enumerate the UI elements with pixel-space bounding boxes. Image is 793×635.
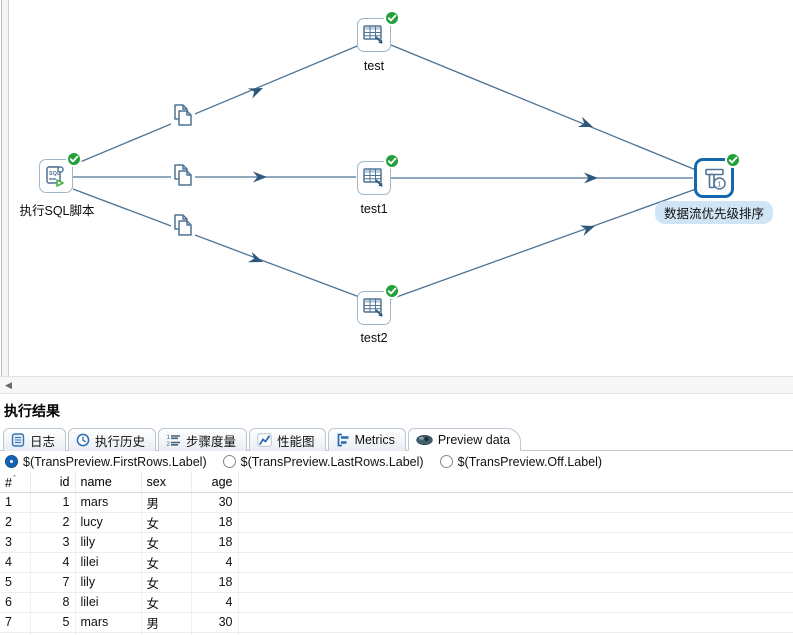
hop-test-sort[interactable] xyxy=(390,44,697,171)
history-icon xyxy=(76,433,90,447)
hop-sql-test[interactable] xyxy=(72,43,363,166)
col-name[interactable]: name xyxy=(75,472,142,493)
execution-results-panel: 执行结果 日志 执行历史 1 2 xyxy=(0,395,793,635)
tab-execution-history[interactable]: 执行历史 xyxy=(68,428,157,451)
hop-arrowheads xyxy=(247,88,598,263)
log-icon xyxy=(11,433,25,447)
copy-icon xyxy=(174,104,192,126)
status-ok-icon xyxy=(384,10,400,26)
radio-icon[interactable] xyxy=(222,455,236,468)
tab-step-metrics[interactable]: 1 2 步骤度量 xyxy=(158,428,248,451)
metrics-icon xyxy=(337,433,349,447)
copy-icon xyxy=(174,164,192,186)
copy-icon xyxy=(174,214,192,236)
col-age[interactable]: age xyxy=(191,472,239,493)
col-rownum[interactable]: #ˆ xyxy=(0,472,31,493)
table-output-icon xyxy=(363,168,383,187)
radio-icon[interactable] xyxy=(439,455,453,468)
hop-test2-sort[interactable] xyxy=(390,188,697,300)
table-output-icon xyxy=(363,298,383,317)
step-execute-sql[interactable]: SQL xyxy=(39,151,82,193)
sort-asc-icon: ˆ xyxy=(12,473,16,484)
svg-text:1: 1 xyxy=(717,179,721,188)
status-ok-icon xyxy=(725,152,741,168)
step-label-selected: 数据流优先级排序 xyxy=(634,201,793,224)
canvas-left-sash[interactable] xyxy=(1,0,9,393)
hop-sql-test2[interactable] xyxy=(72,188,363,299)
transformation-canvas[interactable]: SQL 执行SQL脚本 test xyxy=(0,0,793,376)
eye-icon xyxy=(416,434,433,445)
table-output-icon xyxy=(363,25,383,44)
col-filler xyxy=(238,472,793,493)
results-tabbar: 日志 执行历史 1 2 步骤度量 xyxy=(0,426,793,451)
step-metrics-icon: 1 2 xyxy=(167,435,181,447)
results-title: 执行结果 xyxy=(4,403,60,419)
tab-logs[interactable]: 日志 xyxy=(3,428,67,451)
priority-sort-icon: 1 xyxy=(705,168,726,190)
radio-first-rows[interactable]: $(TransPreview.FirstRows.Label) xyxy=(5,455,207,469)
svg-text:1: 1 xyxy=(167,435,171,441)
hop-layer xyxy=(72,43,697,300)
status-ok-icon xyxy=(66,151,82,167)
col-sex[interactable]: sex xyxy=(141,472,192,493)
tab-metrics[interactable]: Metrics xyxy=(327,428,406,451)
tab-preview-data[interactable]: Preview data xyxy=(407,428,522,451)
canvas-hscrollbar[interactable]: ◀ xyxy=(0,376,793,394)
radio-off[interactable]: $(TransPreview.Off.Label) xyxy=(439,455,602,469)
step-label: 执行SQL脚本 xyxy=(19,204,95,218)
col-id[interactable]: id xyxy=(30,472,76,493)
step-label: test2 xyxy=(360,331,388,345)
step-test2[interactable] xyxy=(357,283,400,325)
sql-script-icon: SQL xyxy=(46,166,64,187)
step-label: test xyxy=(363,59,385,73)
radio-selected-icon[interactable] xyxy=(5,455,18,468)
scroll-left-icon[interactable]: ◀ xyxy=(5,379,12,390)
step-label: test1 xyxy=(360,202,388,216)
table-header-row: #ˆ id name sex age xyxy=(0,472,793,493)
svg-text:SQL: SQL xyxy=(49,171,61,177)
step-test[interactable] xyxy=(357,10,400,52)
step-test1[interactable] xyxy=(357,153,400,195)
tab-performance-graph[interactable]: 性能图 xyxy=(249,428,326,451)
step-priority-sort[interactable]: 1 xyxy=(694,152,741,198)
status-ok-icon xyxy=(384,153,400,169)
performance-icon xyxy=(257,433,272,447)
radio-last-rows[interactable]: $(TransPreview.LastRows.Label) xyxy=(222,455,424,469)
copy-rows-icons xyxy=(171,103,195,237)
svg-text:2: 2 xyxy=(167,442,171,447)
preview-mode-options: $(TransPreview.FirstRows.Label) $(TransP… xyxy=(0,451,793,472)
status-ok-icon xyxy=(384,283,400,299)
